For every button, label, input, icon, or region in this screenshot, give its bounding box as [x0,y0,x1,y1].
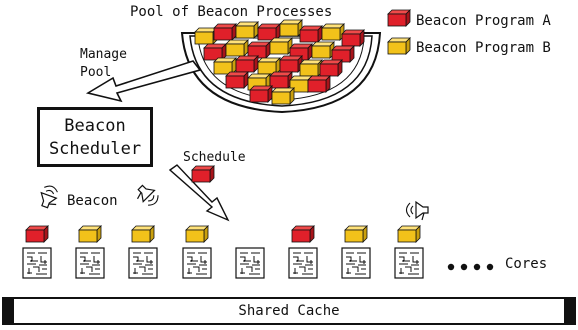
speaker-icon [36,183,63,211]
core-chip-icon [128,247,158,279]
ellipsis-dots [447,263,494,271]
core-program-b-box [397,225,421,243]
core-chip-icon [394,247,424,279]
core-program-b-box [185,225,209,243]
core-program-b-box [344,225,368,243]
core-chip-icon [75,247,105,279]
scheduled-box [191,165,215,183]
core-program-boxes [25,225,421,243]
core-program-b-box [78,225,102,243]
legend-b-swatch [387,37,411,55]
legend-program-a-label: Beacon Program A [416,13,551,29]
core-chip-icon [182,247,212,279]
legend-program-b-label: Beacon Program B [416,40,551,56]
shared-cache-label: Shared Cache [14,299,564,323]
beacon-label: Beacon [67,193,118,209]
schedule-arrow [168,164,230,222]
core-program-a-box [291,225,315,243]
schedule-label: Schedule [183,150,246,165]
speaker-icon [132,181,162,211]
beacon-scheduler-box: Beacon Scheduler [37,107,153,167]
speaker-icon [405,201,429,221]
beacon-scheduler-label: Beacon Scheduler [48,116,142,159]
cores-label: Cores [505,256,548,272]
core-program-b-box [131,225,155,243]
core-program-a-box [25,225,49,243]
legend-a-swatch [387,9,411,27]
shared-cache-bar: Shared Cache [2,297,576,325]
pool-title: Pool of Beacon Processes [130,4,333,20]
core-chip-icon [341,247,371,279]
manage-arrow [85,60,202,103]
core-chip-icon [22,247,52,279]
core-chip-icon [235,247,265,279]
core-chip-icon [288,247,318,279]
manage-pool-label: Manage Pool [80,47,127,80]
core-row [22,247,424,279]
